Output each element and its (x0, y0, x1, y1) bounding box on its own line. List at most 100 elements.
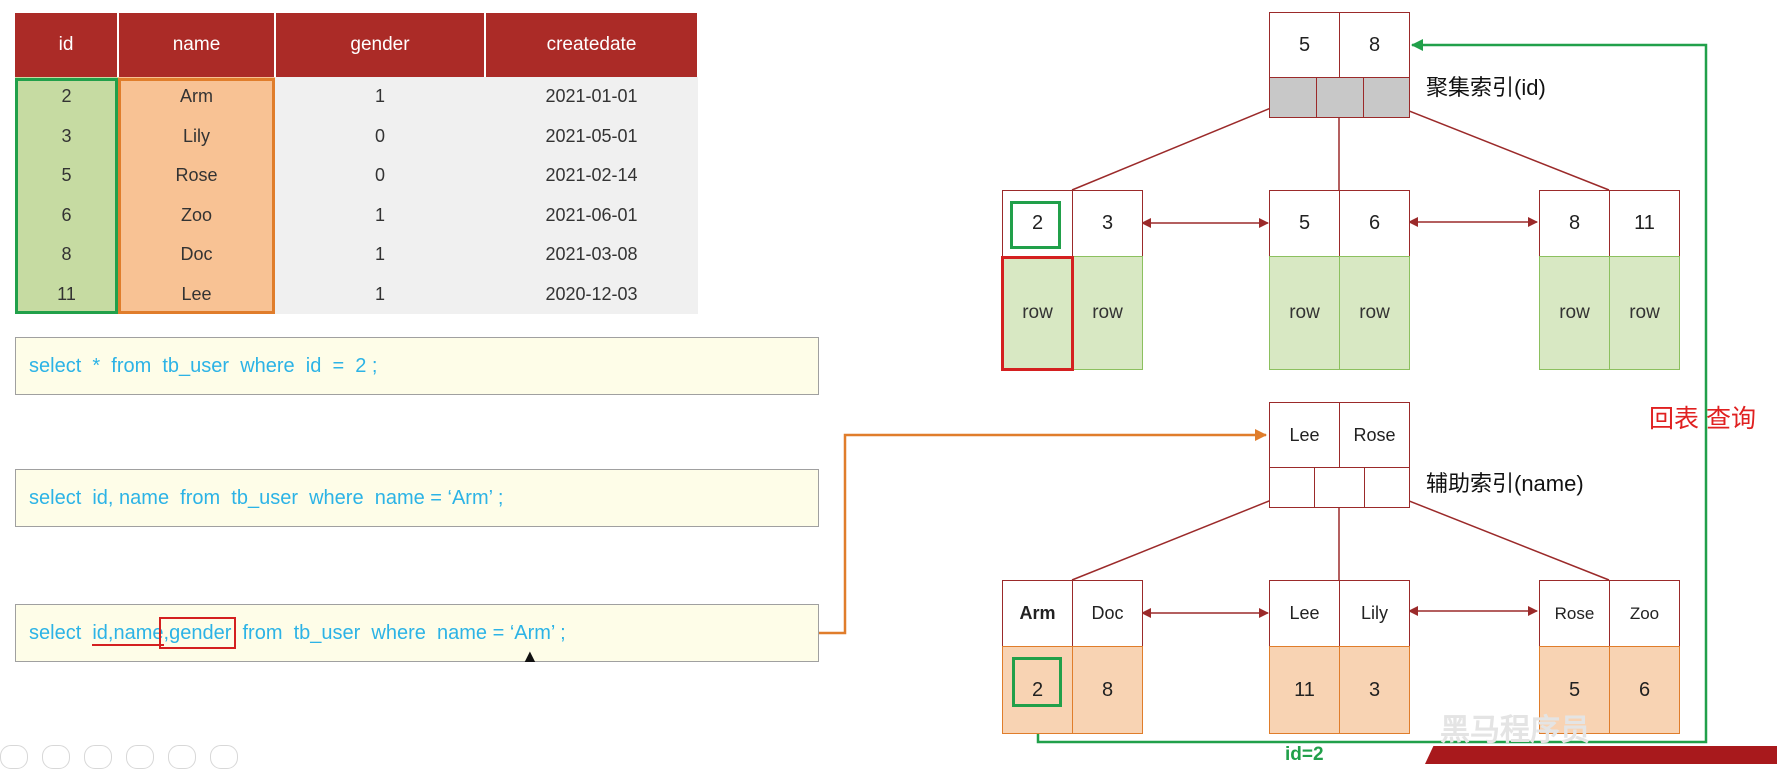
column-header-gender: gender (275, 13, 486, 77)
cell-gender: 1 (275, 195, 485, 235)
cell-id: 11 (15, 274, 118, 314)
cell-createdate: 2020-12-03 (485, 274, 698, 314)
query-rest: from tb_user where name = ‘Arm’ ; (231, 622, 566, 644)
query-box-1: select * from tb_user where id = 2 ; (15, 337, 819, 395)
cell-name: Doc (118, 235, 275, 275)
cell-createdate: 2021-03-08 (485, 235, 698, 275)
secondary-leaf-id: 3 (1339, 646, 1410, 734)
clustered-root-pointer (1316, 77, 1364, 118)
cell-createdate: 2021-05-01 (485, 116, 698, 156)
table-row: 11 Lee 1 2020-12-03 (15, 274, 698, 314)
secondary-leaf-key: Lily (1339, 580, 1410, 647)
table-row: 2 Arm 1 2021-01-01 (15, 77, 698, 117)
column-header-id: id (15, 13, 119, 77)
clustered-root-key-2: 8 (1339, 12, 1410, 78)
cell-gender: 1 (275, 77, 485, 117)
secondary-edge-right (1388, 492, 1610, 581)
slide-toolbar (0, 745, 252, 774)
cell-name: Rose (118, 156, 275, 196)
cell-id: 8 (15, 235, 118, 275)
cell-createdate: 2021-06-01 (485, 195, 698, 235)
cell-name: Arm (118, 77, 275, 117)
clustered-leaf-key: 3 (1072, 190, 1143, 257)
slide-tool-icon[interactable] (42, 745, 70, 769)
query-select-keyword: select (29, 622, 93, 644)
user-table: id name gender createdate 2 Arm 1 2021-0… (15, 13, 699, 314)
cell-gender: 0 (275, 156, 485, 196)
table-row: 8 Doc 1 2021-03-08 (15, 235, 698, 275)
clustered-row-data: row (1539, 256, 1610, 370)
column-header-name: name (118, 13, 276, 77)
clustered-key-highlight (1010, 201, 1061, 249)
cell-gender: 0 (275, 116, 485, 156)
clustered-leaf-key: 11 (1609, 190, 1680, 257)
table-header-row: id name gender createdate (15, 13, 699, 77)
clustered-row-data: row (1002, 256, 1073, 370)
secondary-leaf-key: Rose (1539, 580, 1610, 647)
footer-banner (1425, 746, 1777, 764)
secondary-root-pointer (1314, 467, 1365, 508)
clustered-row-highlight (1001, 256, 1074, 371)
clustered-leaf-key: 8 (1539, 190, 1610, 257)
cell-createdate: 2021-01-01 (485, 77, 698, 117)
query-box-3: select id,name,gender from tb_user where… (15, 604, 819, 662)
slide-tool-icon[interactable] (126, 745, 154, 769)
id-eq-label: id=2 (1285, 744, 1324, 765)
back-to-table-label: 回表 查询 (1649, 405, 1756, 433)
cell-gender: 1 (275, 235, 485, 275)
slide-tool-icon[interactable] (0, 745, 28, 769)
query-extra-column: ,gender (158, 617, 237, 649)
clustered-row-data: row (1609, 256, 1680, 370)
secondary-root-key-2: Rose (1339, 402, 1410, 468)
secondary-leaf-id: 8 (1072, 646, 1143, 734)
slide-tool-icon[interactable] (210, 745, 238, 769)
clustered-root-pointer (1269, 77, 1317, 118)
secondary-leaf-id: 11 (1269, 646, 1340, 734)
clustered-row-data: row (1339, 256, 1410, 370)
secondary-leaf-id: 5 (1539, 646, 1610, 734)
slide-tool-icon[interactable] (84, 745, 112, 769)
table-row: 5 Rose 0 2021-02-14 (15, 156, 698, 196)
watermark: 黑马程序员 (1440, 714, 1590, 747)
clustered-row-data: row (1072, 256, 1143, 370)
secondary-root-pointer (1269, 467, 1315, 508)
cell-gender: 1 (275, 274, 485, 314)
cell-id: 6 (15, 195, 118, 235)
query-text-3: select id,name,gender from tb_user where… (29, 617, 566, 649)
cell-id: 2 (15, 77, 118, 117)
cell-id: 3 (15, 116, 118, 156)
secondary-leaf-key: Lee (1269, 580, 1340, 647)
query-text-1: select * from tb_user where id = 2 ; (29, 355, 378, 377)
secondary-root-pointer (1364, 467, 1410, 508)
query-text-2: select id, name from tb_user where name … (29, 487, 504, 509)
clustered-leaf-key: 5 (1269, 190, 1340, 257)
cell-id: 5 (15, 156, 118, 196)
secondary-id-highlight (1012, 657, 1062, 707)
clustered-leaf-key: 6 (1339, 190, 1410, 257)
secondary-leaf-key: Doc (1072, 580, 1143, 647)
secondary-index-label: 辅助索引(name) (1426, 471, 1584, 496)
mouse-cursor-icon: ▲ (521, 646, 539, 666)
clustered-index-label: 聚集索引(id) (1426, 75, 1546, 100)
clustered-root-key-1: 5 (1269, 12, 1340, 78)
secondary-leaf-key: Arm (1002, 580, 1073, 647)
query-to-secondary-arrow (819, 429, 1267, 635)
table-row: 6 Zoo 1 2021-06-01 (15, 195, 698, 235)
cell-name: Lily (118, 116, 275, 156)
cell-name: Lee (118, 274, 275, 314)
clustered-edge-left (1071, 102, 1284, 191)
cell-name: Zoo (118, 195, 275, 235)
clustered-row-data: row (1269, 256, 1340, 370)
query-box-2: select id, name from tb_user where name … (15, 469, 819, 527)
secondary-edge-left (1071, 492, 1290, 581)
secondary-leaf-id: 6 (1609, 646, 1680, 734)
query-covered-columns: id,name (92, 622, 164, 646)
table-row: 3 Lily 0 2021-05-01 (15, 116, 698, 156)
secondary-root-key-1: Lee (1269, 402, 1340, 468)
secondary-leaf-key: Zoo (1609, 580, 1680, 647)
clustered-root-pointer (1363, 77, 1410, 118)
clustered-edge-right (1388, 102, 1610, 191)
slide-tool-icon[interactable] (168, 745, 196, 769)
back-to-table-arrow (1036, 39, 1708, 744)
